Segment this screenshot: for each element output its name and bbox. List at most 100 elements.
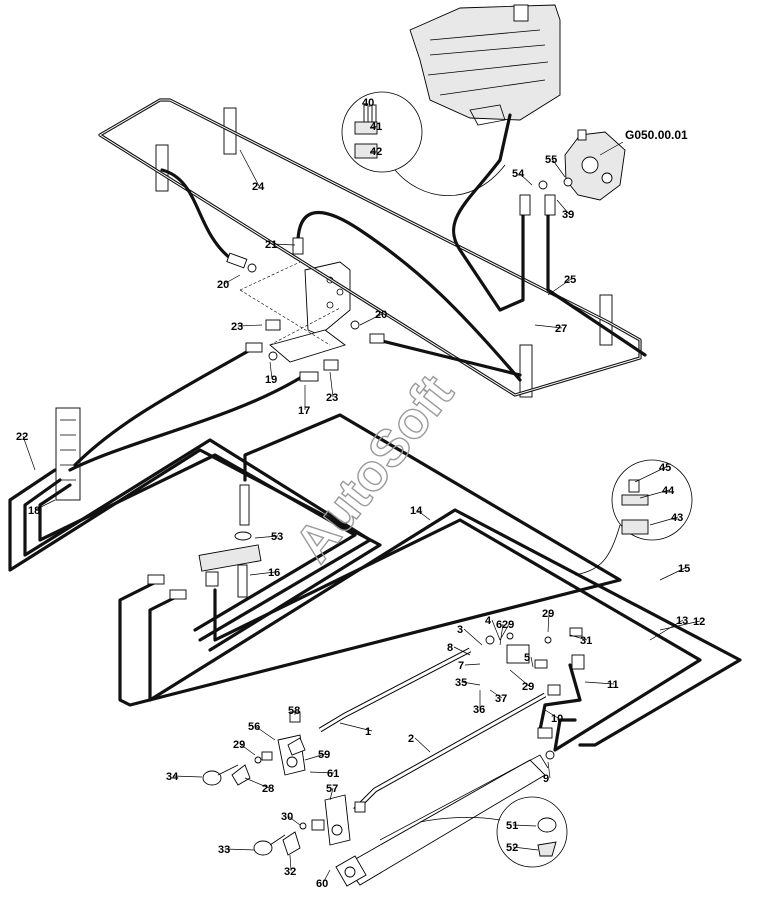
callout-54: 54 [512, 168, 525, 180]
callout-19: 19 [265, 374, 277, 386]
callout-41: 41 [370, 121, 382, 133]
callout-leader [659, 567, 686, 581]
callout-21: 21 [265, 239, 277, 251]
callout-leader [518, 172, 533, 186]
callout-28: 28 [262, 783, 274, 795]
callout-30: 30 [281, 811, 293, 823]
callout-leader [499, 623, 510, 641]
callout-3: 3 [457, 624, 463, 636]
callout-13: 13 [676, 615, 688, 627]
callout-29: 29 [502, 619, 514, 631]
callout-leader [534, 324, 563, 329]
callout-leader [416, 509, 431, 521]
callout-leader [239, 149, 260, 187]
callout-20: 20 [217, 279, 229, 291]
callout-22: 22 [16, 431, 28, 443]
callout-2: 2 [408, 733, 414, 745]
callout-35: 35 [455, 677, 467, 689]
callout-leader [359, 313, 383, 326]
callout-20: 20 [375, 309, 387, 321]
callout-leader [491, 619, 501, 641]
callout-leader [551, 158, 566, 178]
callout-8: 8 [447, 642, 453, 654]
callout-leader [512, 824, 537, 827]
callout-24: 24 [252, 181, 265, 193]
callout-leader [414, 737, 431, 753]
callout-leader [269, 361, 273, 380]
callout-leader [530, 656, 534, 668]
callout-leader [239, 743, 256, 756]
callout-18: 18 [28, 505, 40, 517]
callout-59: 59 [318, 749, 330, 761]
fittings [147, 177, 585, 760]
callout-34: 34 [166, 771, 179, 783]
hydraulic-cylinder [335, 754, 549, 887]
callout-leader [489, 689, 503, 699]
callout-60: 60 [316, 878, 328, 890]
detail-circle-clamps-bottom [419, 796, 568, 868]
callout-16: 16 [268, 567, 280, 579]
callout-7: 7 [458, 660, 464, 672]
callout-23: 23 [231, 321, 243, 333]
callout-leader [461, 681, 481, 686]
callout-33: 33 [218, 844, 230, 856]
callout-leader [639, 489, 670, 499]
callout-1: 1 [365, 726, 371, 738]
callout-36: 36 [473, 704, 485, 716]
callout-leader [547, 612, 550, 633]
callout-leader [237, 324, 263, 327]
callout-14: 14 [410, 505, 423, 517]
callout-17: 17 [298, 405, 310, 417]
callout-61: 61 [327, 768, 339, 780]
callout-leader [329, 371, 334, 398]
callout-leader [254, 535, 279, 539]
callout-6: 6 [496, 619, 502, 631]
callout-4: 4 [485, 615, 492, 627]
callout-23: 23 [326, 392, 338, 404]
callout-39: 39 [562, 209, 574, 221]
callout-leader [369, 150, 378, 153]
callout-leader [569, 634, 588, 641]
callout-leader [547, 761, 551, 779]
callout-29: 29 [542, 608, 554, 620]
callout-5: 5 [524, 652, 530, 664]
callout-56: 56 [248, 721, 260, 733]
callout-leader [499, 623, 504, 646]
callout-labels: 1234567891011121314151617181920202122232… [16, 97, 705, 890]
callout-leader [271, 243, 296, 246]
callout-57: 57 [326, 783, 338, 795]
callout-leader [309, 771, 335, 774]
callout-53: 53 [271, 531, 283, 543]
callout-leader [322, 869, 331, 884]
callout-leader [649, 516, 679, 526]
callout-leader [172, 775, 203, 778]
mounting-bracket [239, 261, 351, 363]
callout-leader [634, 466, 667, 483]
callout-leader [304, 753, 326, 761]
callout-leader [244, 777, 270, 789]
reference-label: G050.00.01 [599, 128, 688, 156]
callout-leader [544, 709, 559, 719]
callout-40: 40 [362, 97, 374, 109]
callout-37: 37 [495, 693, 507, 705]
hose-lines [8, 98, 742, 752]
control-valve [564, 129, 626, 201]
hydraulic-tank [409, 4, 561, 126]
callout-leader [22, 435, 36, 471]
callout-leader [464, 663, 481, 666]
callout-27: 27 [555, 323, 567, 335]
callout-32: 32 [284, 866, 296, 878]
callout-leader [453, 646, 471, 656]
callout-42: 42 [370, 146, 382, 158]
callout-45: 45 [659, 462, 671, 474]
small-parts-left [202, 711, 366, 856]
detail-circle-clamps-right [574, 459, 693, 576]
callout-leader [547, 278, 572, 296]
callout-leader [254, 725, 276, 741]
callout-leader [659, 620, 701, 631]
callout-12: 12 [693, 616, 705, 628]
callout-15: 15 [678, 563, 690, 575]
detail-circle-clamps-top [341, 91, 506, 197]
callout-leader [223, 274, 241, 285]
